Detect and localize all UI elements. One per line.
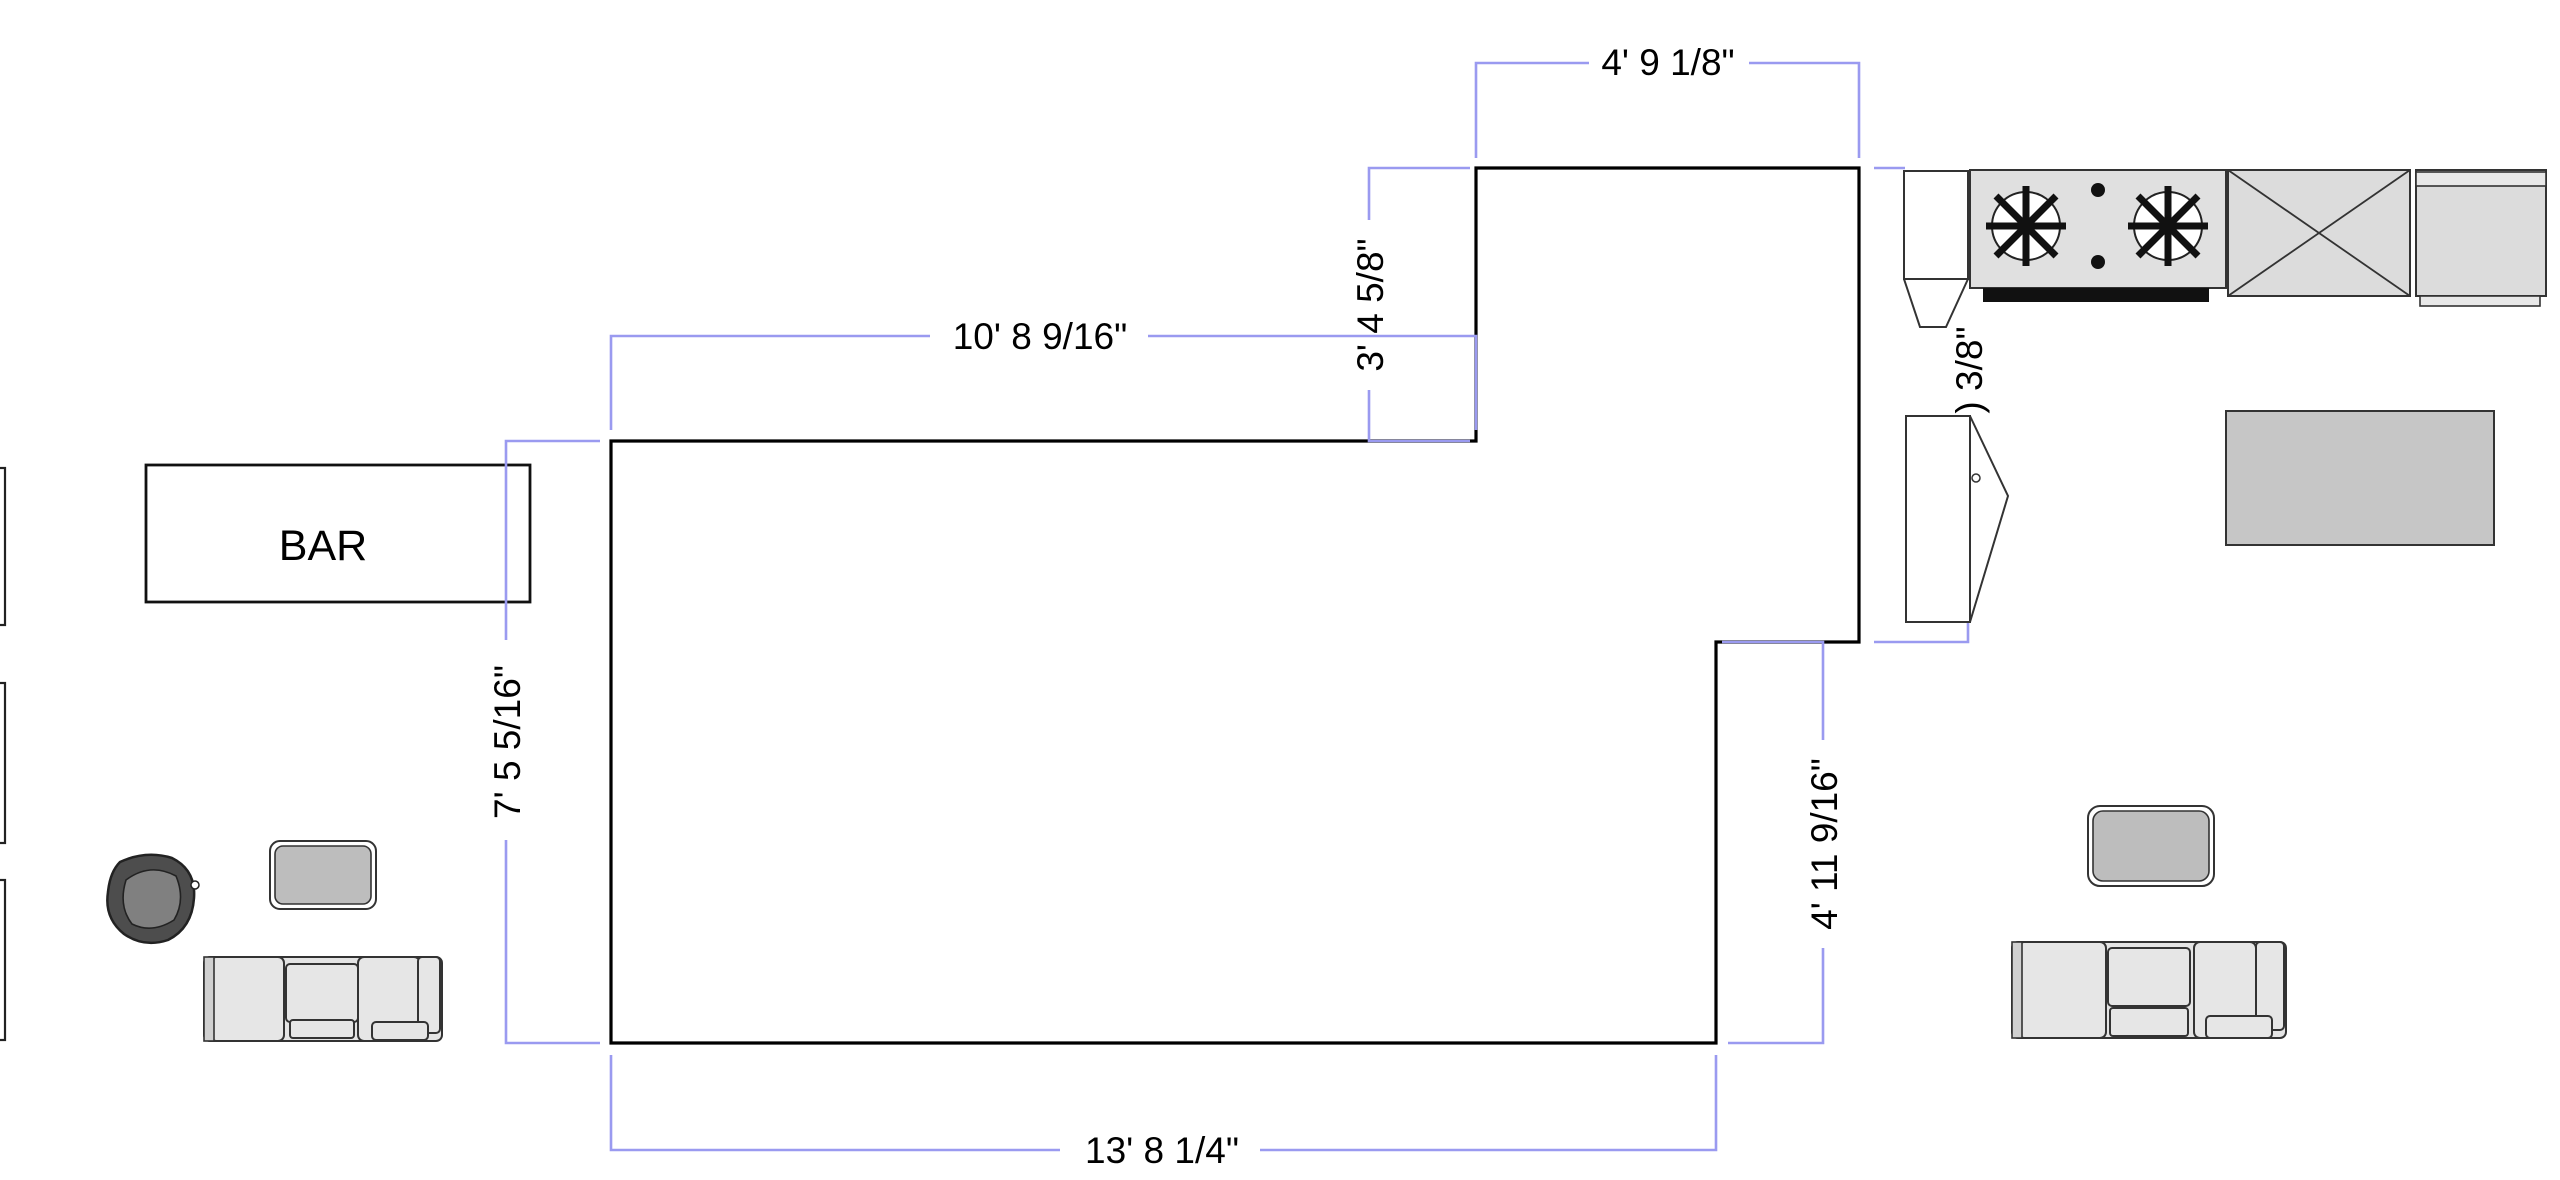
dimension-top-right-label: 4' 9 1/8" <box>1601 42 1734 83</box>
dimension-left-height-label: 7' 5 5/16" <box>487 665 528 819</box>
appliance-right-icon[interactable] <box>2415 169 2547 307</box>
burner-icon <box>2128 186 2208 266</box>
dimension-bottom: 13' 8 1/4" <box>609 1055 1718 1171</box>
sofa-left-icon[interactable] <box>203 956 443 1042</box>
left-edge-panels <box>0 466 7 1042</box>
dimension-right-lower-height: 4' 11 9/16" <box>1722 640 1845 1045</box>
room-outline <box>609 166 1861 1045</box>
dimension-top-left-label: 10' 8 9/16" <box>953 316 1128 357</box>
ottoman-left-icon[interactable] <box>269 840 377 910</box>
dimension-top-right: 4' 9 1/8" <box>1474 42 1861 158</box>
stove-icon[interactable] <box>1969 169 2227 302</box>
dimension-kitchen-partial-label: ) 3/8" <box>1949 326 1990 413</box>
bar-label: BAR <box>279 522 367 570</box>
sofa-right-icon[interactable] <box>2011 941 2287 1039</box>
dimension-right-lower-height-label: 4' 11 9/16" <box>1804 758 1845 930</box>
bar-counter[interactable]: BAR <box>144 463 532 604</box>
fridge-icon[interactable] <box>1903 170 1969 328</box>
dimension-step-height: 3' 4 5/8" <box>1350 166 1470 443</box>
armchair-icon[interactable] <box>106 853 200 945</box>
kitchen-island[interactable] <box>2225 410 2495 546</box>
ottoman-right-icon[interactable] <box>2087 805 2215 887</box>
dimension-top-left: 10' 8 9/16" <box>609 316 1478 430</box>
dimension-left-height: 7' 5 5/16" <box>487 439 600 1045</box>
counter-cabinet-icon[interactable] <box>2227 169 2411 297</box>
dimension-bottom-label: 13' 8 1/4" <box>1085 1130 1239 1171</box>
burner-icon <box>1986 186 2066 266</box>
pantry-icon[interactable] <box>1905 415 2010 623</box>
dimension-step-height-label: 3' 4 5/8" <box>1350 238 1391 371</box>
